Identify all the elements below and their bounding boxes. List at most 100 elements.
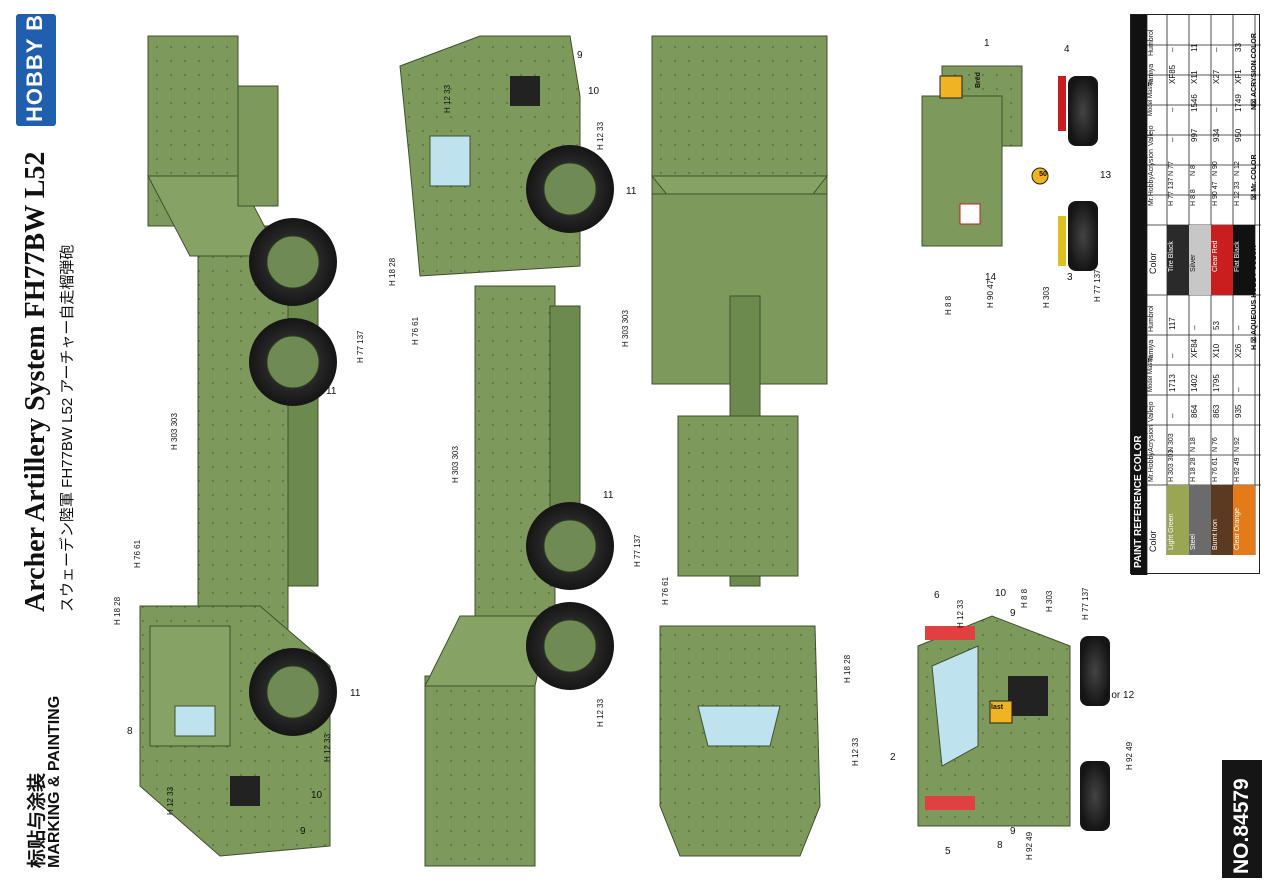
callout-7-or-12: 7 or 12	[1103, 690, 1135, 701]
row-silver-name: Silver	[1190, 254, 1197, 272]
callout-5: 5	[945, 846, 951, 857]
callout-6: 6	[934, 590, 940, 601]
paint-chip-90-rear: H 90 47	[986, 279, 995, 308]
sign-decal-rear: Brēd	[975, 66, 982, 88]
model-number-block	[1222, 760, 1262, 878]
right-side-view	[399, 35, 614, 867]
paint-chip-12-right: H 12 33	[443, 84, 452, 113]
paint-chip-18-top: H 18 28	[843, 654, 852, 683]
paint-table-title: PAINT REFERENCE COLOR	[1133, 435, 1144, 568]
japanese-subtitle: スウェーデン陸軍 FH77BW L52 アーチャー自走榴弾砲	[59, 244, 76, 612]
row-light-green-vallejo: –	[1168, 413, 1177, 418]
row-flat-black-vallejo: 950	[1234, 128, 1243, 142]
col-header-tamiya-left: Tamiya	[1148, 339, 1155, 362]
row-silver-tamiya: X11	[1190, 70, 1199, 84]
callout-11b: 11	[603, 490, 614, 501]
col-header-color-right: Color	[1148, 252, 1158, 274]
paint-chip-303-right: H 303 303	[451, 446, 460, 483]
legend-aqueous: H ☒ AQUEOUS HOBBY COLOR	[1251, 245, 1258, 350]
paint-chip-76-right: H 76 61	[411, 316, 420, 345]
paint-table-grid	[1131, 15, 1261, 575]
callout-11a: 11	[626, 186, 637, 197]
col-header-humbrol-left: Humbrol	[1148, 305, 1155, 332]
row-silver-acrysion: N 8	[1190, 165, 1197, 176]
callout-9d: 9	[300, 826, 306, 837]
row-clear-red-mrhobby: H 90 47	[1212, 181, 1219, 206]
top-view	[650, 35, 829, 857]
row-steel-tamiya: XF84	[1190, 338, 1199, 358]
row-tire-black-acrysion: N 77	[1168, 161, 1175, 176]
model-number: NO.84579	[1230, 778, 1253, 874]
row-steel-mrhobby: H 18 28	[1190, 457, 1197, 482]
paint-chip-8-front: H 8 8	[1020, 588, 1029, 608]
row-burnt-iron-tamiya: X10	[1212, 343, 1221, 358]
row-clear-red-tamiya: X27	[1212, 69, 1221, 84]
paint-chip-77-rear: H 77 137	[1093, 269, 1102, 302]
row-steel-humbrol: –	[1190, 325, 1199, 330]
row-burnt-iron-vallejo: 863	[1212, 404, 1221, 418]
callout-9a: 9	[1010, 608, 1016, 619]
paint-chip-303-top: H 303 303	[621, 310, 630, 347]
row-clear-red-acrysion: N 90	[1212, 161, 1219, 176]
vehicle-drawings	[139, 35, 1110, 867]
paint-chip-303-left: H 303 303	[170, 413, 179, 450]
speed-decal: 50	[1039, 171, 1047, 178]
paint-chip-12-front: H 12 33	[956, 599, 965, 628]
row-flat-black-mrhobby: H 12 33	[1234, 181, 1241, 206]
row-silver-vallejo: 997	[1190, 128, 1199, 142]
row-flat-black-modelmaster: 1749	[1234, 94, 1243, 112]
section-title-chinese: 标贴与涂装	[27, 772, 48, 868]
legend-mr-color: ☒ Mr. COLOR	[1251, 154, 1258, 200]
legend-acrysion: N☒ ACRYSION COLOR	[1251, 33, 1258, 110]
row-burnt-iron-acrysion: N 76	[1212, 437, 1219, 452]
row-light-green-tamiya: –	[1168, 353, 1177, 358]
row-flat-black-tamiya: XF1	[1234, 69, 1243, 84]
paint-chip-77-front: H 77 137	[1081, 587, 1090, 620]
row-clear-red-vallejo: 934	[1212, 128, 1221, 142]
row-silver-modelmaster: 1546	[1190, 94, 1199, 112]
row-silver-mrhobby: H 8 8	[1190, 189, 1197, 206]
row-clear-red-humbrol: –	[1212, 47, 1221, 52]
callout-4: 4	[1064, 44, 1070, 55]
paint-chip-18-left: H 18 28	[113, 596, 122, 625]
col-header-vallejo-left: Vallejo	[1148, 401, 1155, 423]
paint-chip-12b-right: H 12 33	[596, 121, 605, 150]
col-header-acrysion-left: Acrysion	[1148, 425, 1155, 452]
callout-11c: 11	[326, 386, 337, 397]
row-light-green-modelmaster: 1713	[1168, 374, 1177, 392]
row-flat-black-name: Flat Black	[1234, 241, 1241, 272]
col-header-acrysion-right: Acrysion	[1148, 149, 1155, 176]
row-tire-black-humbrol: –	[1168, 47, 1177, 52]
row-steel-modelmaster: 1402	[1190, 374, 1199, 392]
paint-chip-77-right: H 77 137	[633, 534, 642, 567]
row-steel-name: Steel	[1190, 534, 1197, 550]
row-clear-orange-acrysion: N 92	[1234, 437, 1241, 452]
callout-8a: 8	[997, 840, 1003, 851]
row-clear-orange-humbrol: –	[1234, 325, 1243, 330]
row-tire-black-vallejo: –	[1168, 137, 1177, 142]
row-light-green-humbrol: 117	[1168, 317, 1177, 330]
callout-2: 2	[890, 752, 896, 763]
row-clear-red-modelmaster: –	[1212, 107, 1221, 112]
col-header-tamiya-right: Tamiya	[1148, 63, 1155, 86]
row-tire-black-modelmaster: –	[1168, 107, 1177, 112]
paint-chip-18-right: H 18 28	[388, 257, 397, 286]
row-clear-orange-mrhobby: H 92 49	[1234, 457, 1241, 482]
paint-chip-8-rear: H 8 8	[944, 295, 953, 315]
row-light-green-mrhobby: H 303 303	[1168, 449, 1175, 482]
col-header-mrhobby-left: Mr.Hobby	[1148, 452, 1155, 482]
paint-reference-table	[1130, 14, 1261, 575]
paint-chip-92-front: H 92 49	[1125, 741, 1134, 770]
col-header-mrhobby-right: Mr.Hobby	[1148, 176, 1155, 206]
sign-decal-front: last	[991, 704, 1003, 711]
paint-chip-303-front: H 303	[1045, 590, 1054, 612]
hobbyboss-logo	[16, 14, 56, 126]
row-steel-acrysion: N 18	[1190, 437, 1197, 452]
callout-10a: 10	[995, 588, 1007, 599]
paint-chip-12c-right: H 12 33	[596, 698, 605, 727]
callout-3: 3	[1067, 272, 1073, 283]
row-clear-orange-vallejo: 935	[1234, 404, 1243, 418]
callout-10b: 10	[588, 86, 600, 97]
callout-1: 1	[984, 38, 990, 49]
